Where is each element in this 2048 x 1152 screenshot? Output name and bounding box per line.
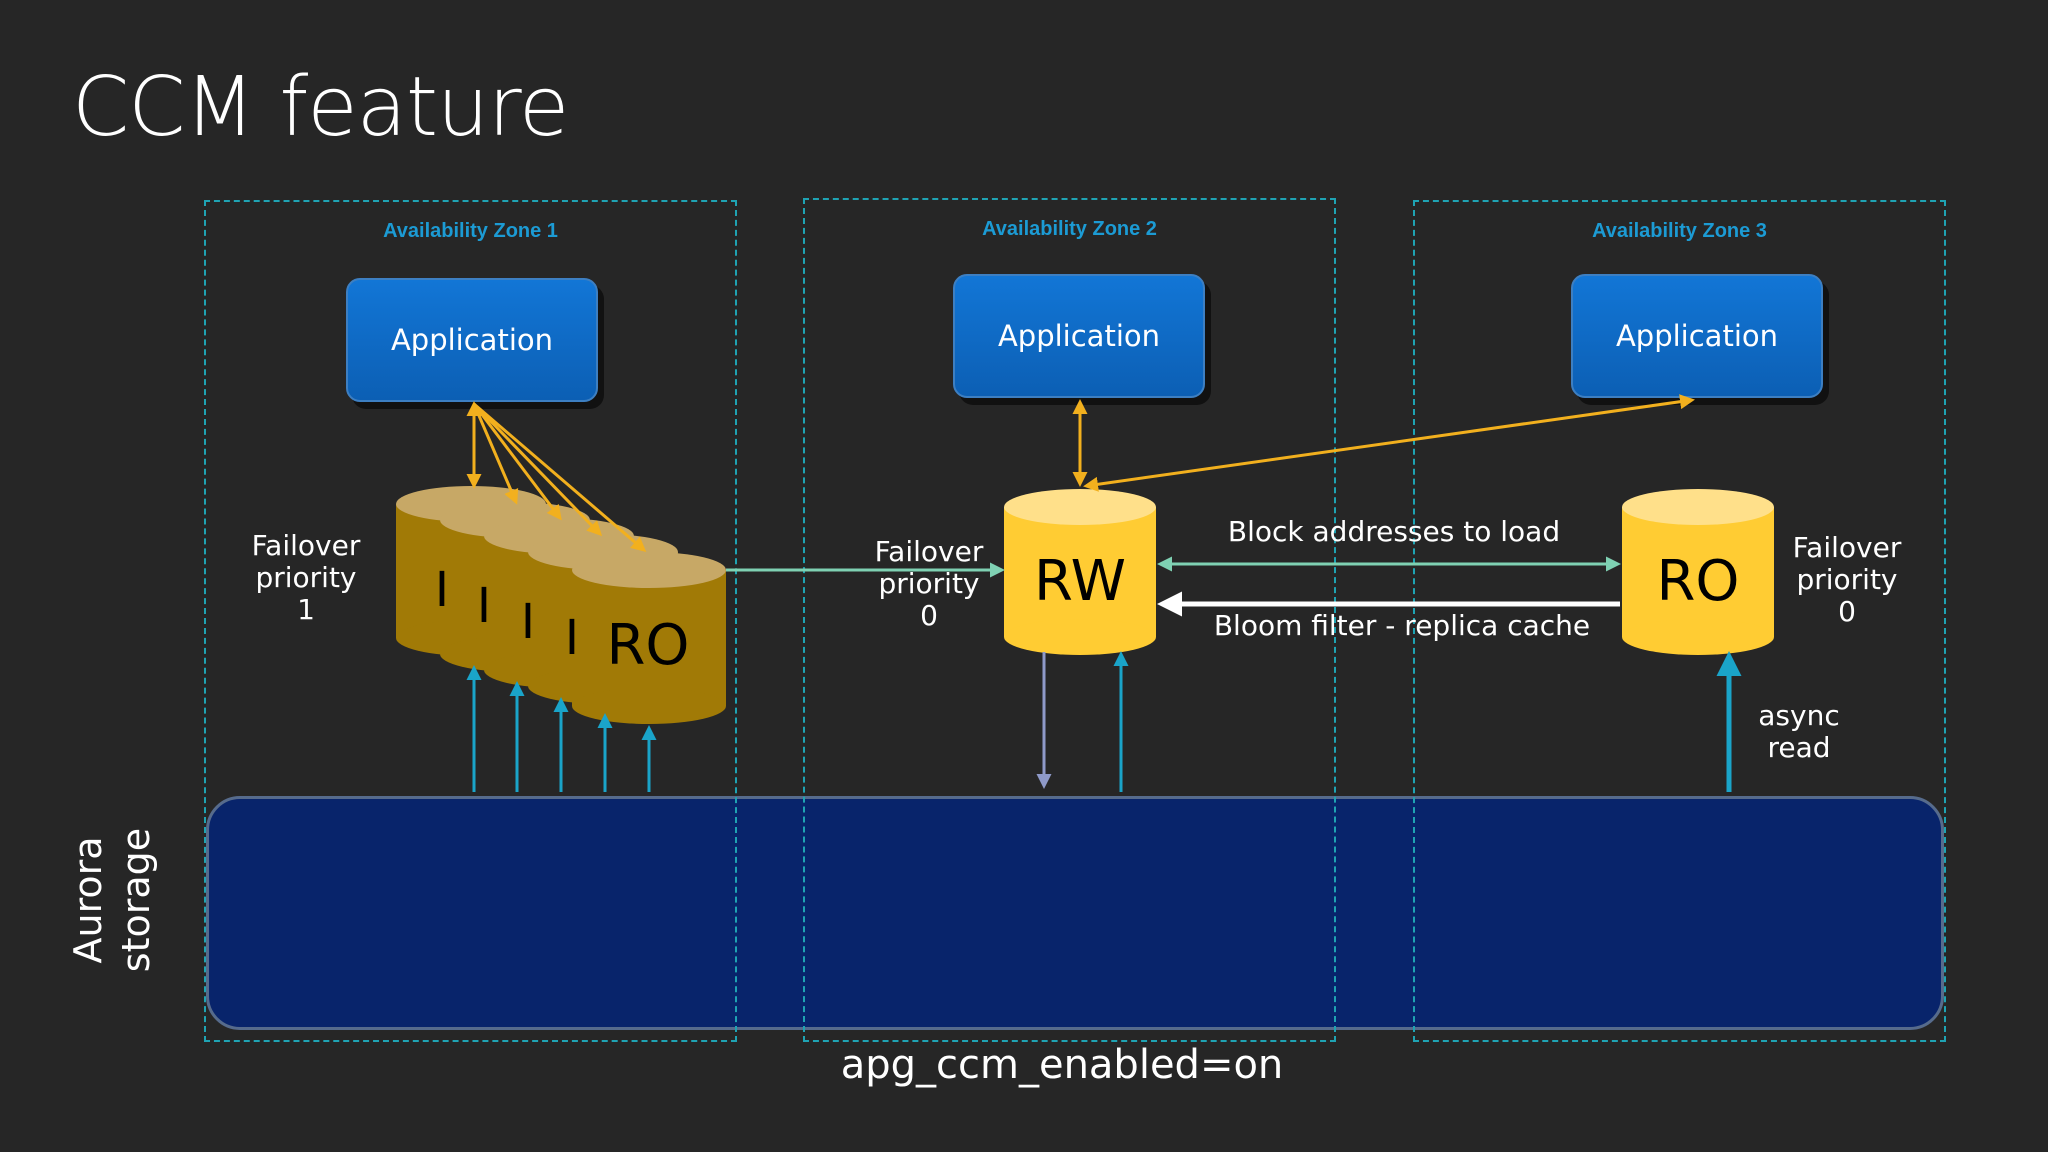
zone-3-failover-priority: Failover priority 0 (1787, 532, 1907, 628)
zone-1-failover-line1: Failover (251, 529, 361, 562)
zone-1-app-arrow-2 (472, 403, 519, 505)
application-box-zone-1: Application (346, 278, 598, 402)
zone-1-application-arrows (466, 401, 647, 552)
zone-1-replica-stack: I I I I RO (396, 486, 726, 724)
availability-zone-3-label: Availability Zone 3 (1592, 220, 1767, 242)
async-read-line2: read (1767, 731, 1831, 764)
application-box-zone-2: Application (953, 274, 1205, 398)
zone-3-failover-line2: priority (1796, 563, 1898, 596)
rw-writer-label: RW (1034, 549, 1126, 614)
zone-1-app-arrow-3 (472, 403, 562, 521)
zone-1-replica-2-label: I (477, 578, 491, 634)
zone-1-app-arrow-5 (473, 402, 647, 552)
zone-2-failover-line3: 0 (920, 599, 938, 632)
zone-1-storage-read-arrows (466, 665, 657, 792)
zone-3-failover-line3: 0 (1838, 595, 1856, 628)
zone-3-app-rw-arrow (1083, 394, 1695, 492)
zone-3-failover-line1: Failover (1792, 531, 1902, 564)
aurora-storage-bar (206, 796, 1944, 1030)
zone-1-replica-3-label: I (521, 594, 535, 650)
zone-1-replica-cylinder-front (572, 552, 726, 724)
zone-2-failover-priority: Failover priority 0 (869, 536, 989, 632)
bloom-filter-label: Bloom filter - replica cache (1213, 609, 1591, 642)
zone-1-replica-1-label: I (435, 562, 449, 618)
async-read-line1: async (1758, 699, 1840, 732)
ccm-parameter-label: apg_ccm_enabled=on (840, 1042, 1284, 1088)
zone-1-replica-4-label: I (565, 610, 579, 666)
async-read-label: async read (1744, 700, 1854, 764)
zone-1-app-arrow-4 (472, 402, 603, 537)
zone-1-failover-line2: priority (255, 561, 357, 594)
block-addresses-label: Block addresses to load (1227, 515, 1561, 548)
slide-title: CCM feature (72, 60, 569, 155)
zone-1-failover-line3: 1 (297, 593, 315, 626)
rw-writer-cylinder: RW (1004, 489, 1156, 655)
zone-1-failover-priority: Failover priority 1 (246, 530, 366, 626)
zone-2-failover-line1: Failover (874, 535, 984, 568)
availability-zone-2-label: Availability Zone 2 (982, 218, 1157, 240)
zone-2-failover-line2: priority (878, 567, 980, 600)
availability-zone-1-label: Availability Zone 1 (383, 220, 558, 242)
availability-zone-3: Availability Zone 3 (1413, 200, 1946, 1042)
ro-replica-zone-3-label: RO (1657, 549, 1740, 614)
availability-zone-1: Availability Zone 1 (204, 200, 737, 1042)
zone-1-ro-label: RO (607, 613, 690, 678)
application-box-zone-3: Application (1571, 274, 1823, 398)
availability-zone-2: Availability Zone 2 (803, 198, 1336, 1042)
ro-replica-cylinder-zone-3: RO (1622, 489, 1774, 655)
